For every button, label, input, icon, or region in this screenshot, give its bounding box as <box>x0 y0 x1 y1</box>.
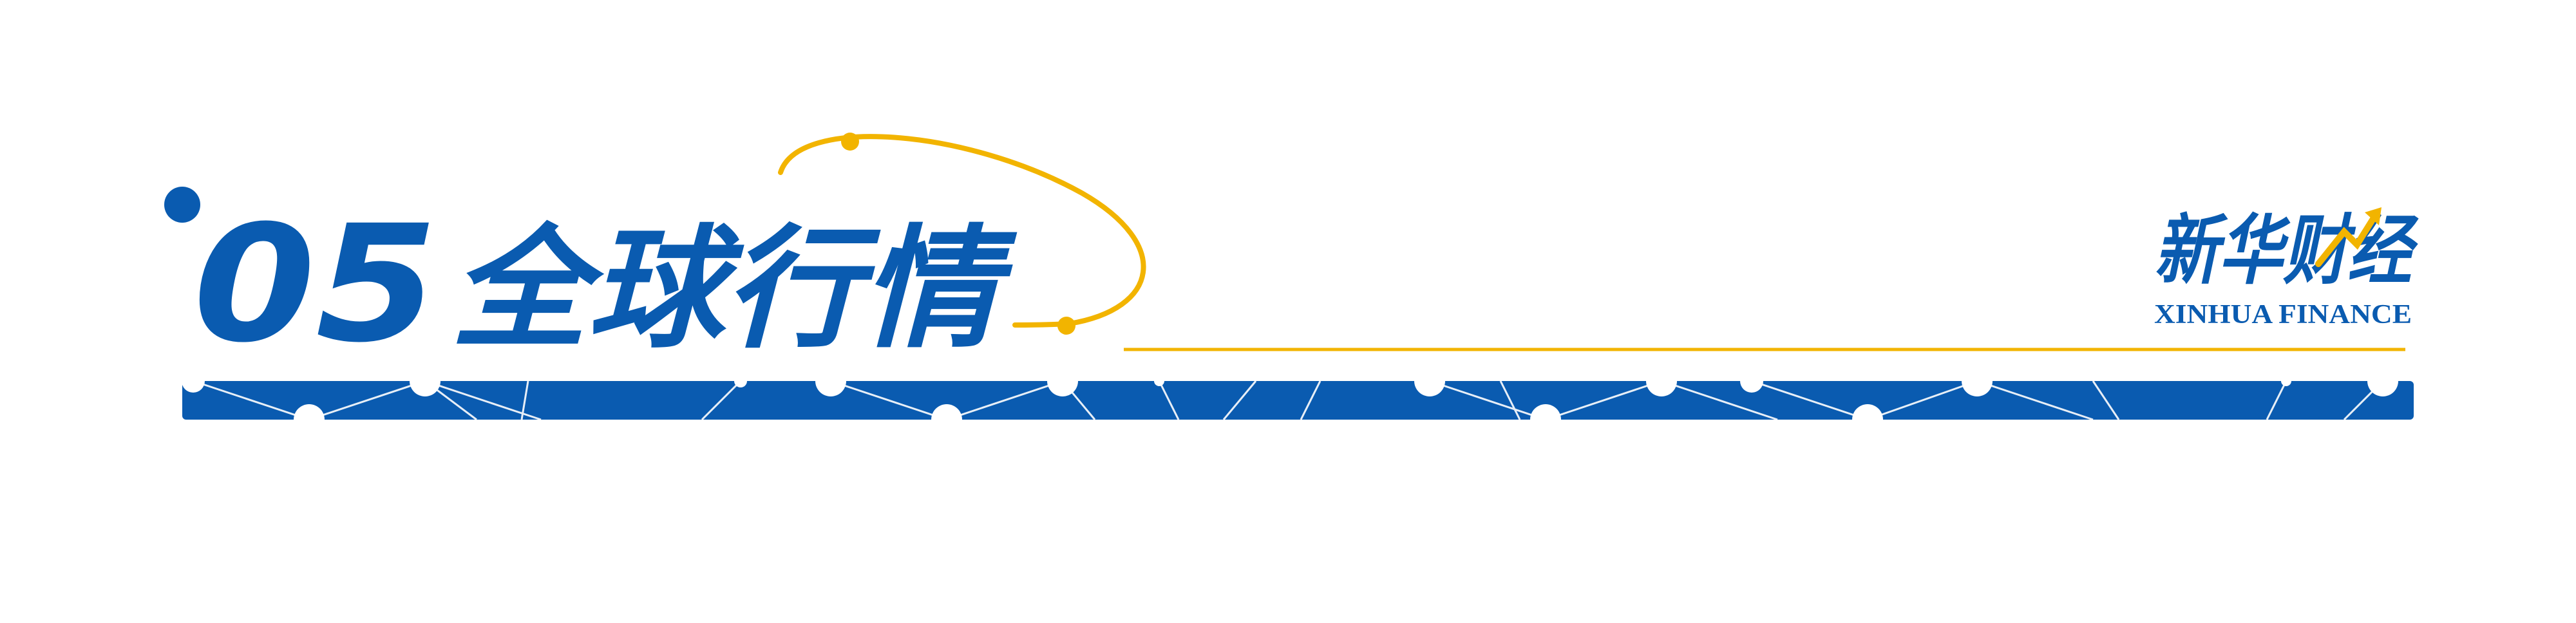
accent-dot <box>164 187 200 223</box>
section-title: 全球行情 <box>451 213 1018 366</box>
logo-rising-arrow-icon <box>2315 210 2380 267</box>
xinhua-finance-logo: 新华财经 XINHUA FINANCE <box>2154 205 2419 330</box>
orbit-dot-top <box>841 133 859 151</box>
section-number: 05 <box>193 191 438 378</box>
orbit-dot-bottom <box>1057 317 1075 335</box>
logo-english-text: XINHUA FINANCE <box>2154 300 2412 330</box>
network-band <box>182 366 2414 435</box>
